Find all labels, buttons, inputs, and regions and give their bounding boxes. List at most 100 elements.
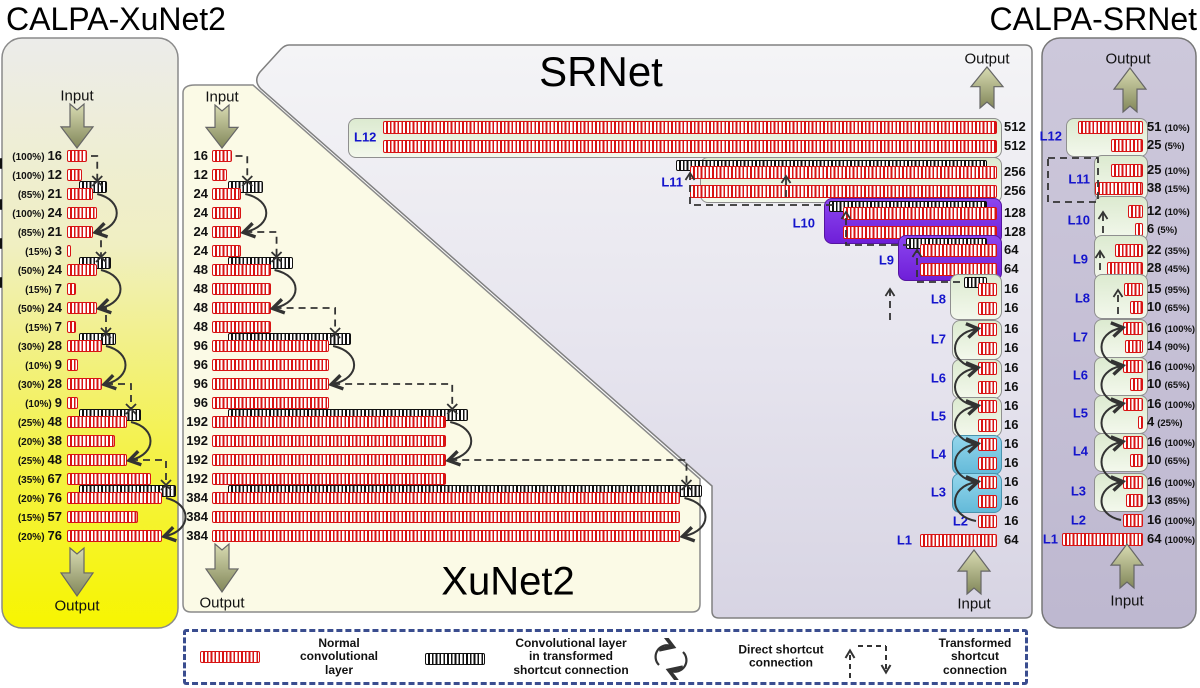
channel-count: 25 bbox=[1147, 137, 1162, 152]
channel-count: 16 bbox=[193, 148, 208, 163]
normal-conv-bar bbox=[689, 165, 997, 179]
channel-count: 256 bbox=[1004, 164, 1026, 179]
channel-count-label: 16 bbox=[1004, 416, 1018, 434]
calpa-srnet-layer-label-L11: L11 bbox=[1068, 171, 1090, 187]
retain-percentage: (10%) bbox=[1164, 207, 1190, 218]
normal-conv-bar bbox=[1137, 415, 1143, 429]
normal-conv-bar bbox=[212, 283, 271, 295]
pruned-row-label: (100%)12 bbox=[12, 166, 62, 184]
pruned-channel-label: 38(15%) bbox=[1147, 179, 1190, 197]
calpa-srnet-layer-label-L3: L3 bbox=[1070, 483, 1086, 499]
retain-percentage: (100%) bbox=[12, 152, 45, 163]
retain-percentage: (30%) bbox=[17, 342, 45, 353]
retain-percentage: (10%) bbox=[1164, 166, 1190, 177]
normal-conv-bar bbox=[977, 437, 997, 451]
xunet2-input-label: Input bbox=[205, 88, 239, 106]
channel-count: 12 bbox=[193, 167, 208, 182]
channel-count: 64 bbox=[1004, 242, 1019, 257]
normal-conv-bar bbox=[1061, 532, 1143, 546]
normal-conv-bar bbox=[920, 533, 997, 547]
normal-conv-bar bbox=[212, 188, 242, 200]
retain-percentage: (10%) bbox=[25, 399, 52, 410]
channel-count: 16 bbox=[1147, 320, 1162, 335]
normal-conv-bar bbox=[1130, 377, 1143, 391]
retain-percentage: (100%) bbox=[1164, 324, 1196, 335]
srnet-layer-label-L11: L11 bbox=[661, 174, 683, 189]
channel-count: 16 bbox=[1004, 340, 1019, 355]
channel-count: 16 bbox=[1004, 455, 1019, 470]
row-label: 24 bbox=[194, 185, 208, 203]
channel-count: 96 bbox=[193, 376, 208, 391]
normal-conv-bar bbox=[67, 245, 71, 257]
channel-count: 512 bbox=[1004, 119, 1026, 134]
srnet-input-label: Input bbox=[957, 595, 991, 613]
channel-count: 28 bbox=[47, 376, 62, 391]
row-label: 24 bbox=[194, 223, 208, 241]
left-input-label: Input bbox=[60, 87, 94, 105]
channel-count-label: 64 bbox=[1004, 260, 1018, 278]
retain-percentage: (100%) bbox=[1164, 362, 1196, 373]
channel-count: 64 bbox=[1147, 531, 1162, 546]
retain-percentage: (100%) bbox=[12, 171, 45, 182]
pruned-row-label: (15%)3 bbox=[25, 242, 62, 260]
normal-conv-bar bbox=[1111, 138, 1143, 152]
retain-percentage: (65%) bbox=[1164, 380, 1190, 391]
normal-conv-bar bbox=[212, 150, 232, 162]
row-label: 48 bbox=[194, 280, 208, 298]
channel-count: 16 bbox=[1004, 436, 1019, 451]
pruned-row-label: (50%)24 bbox=[18, 261, 62, 279]
retain-percentage: (15%) bbox=[25, 285, 52, 296]
channel-count: 48 bbox=[47, 452, 62, 467]
xunet2-output-label: Output bbox=[199, 594, 245, 612]
normal-conv-bar bbox=[67, 226, 94, 238]
channel-count: 38 bbox=[1147, 180, 1162, 195]
channel-count: 10 bbox=[1147, 376, 1162, 391]
retain-percentage: (100%) bbox=[1164, 535, 1196, 546]
channel-count: 48 bbox=[193, 300, 208, 315]
normal-conv-bar bbox=[1130, 453, 1143, 467]
normal-conv-bar bbox=[1135, 222, 1143, 236]
row-label: 192 bbox=[186, 451, 208, 469]
retain-percentage: (100%) bbox=[1164, 516, 1196, 527]
normal-conv-bar bbox=[977, 301, 997, 315]
normal-conv-bar bbox=[1127, 204, 1143, 218]
channel-count: 7 bbox=[54, 281, 62, 296]
row-label: 48 bbox=[194, 318, 208, 336]
normal-conv-bar bbox=[67, 397, 79, 409]
retain-percentage: (90%) bbox=[1164, 342, 1190, 353]
pruned-channel-label: 25(10%) bbox=[1147, 161, 1190, 179]
normal-conv-bar bbox=[382, 139, 997, 153]
retain-percentage: (85%) bbox=[17, 228, 45, 239]
pruned-row-label: (100%)24 bbox=[12, 204, 62, 222]
retain-percentage: (100%) bbox=[1164, 438, 1196, 449]
pruned-row-label: (100%)16 bbox=[12, 147, 62, 165]
channel-count: 192 bbox=[186, 452, 208, 467]
calpa-srnet-layer-label-L6: L6 bbox=[1072, 367, 1088, 383]
pruned-channel-label: 6(5%) bbox=[1147, 220, 1177, 238]
transformed-conv-bar bbox=[0, 276, 2, 288]
channel-count: 24 bbox=[193, 224, 208, 239]
transformed-conv-bar bbox=[963, 276, 987, 288]
channel-count: 48 bbox=[193, 319, 208, 334]
retain-percentage: (20%) bbox=[17, 532, 45, 543]
channel-count: 24 bbox=[47, 300, 62, 315]
row-label: 48 bbox=[194, 261, 208, 279]
channel-count: 28 bbox=[1147, 260, 1162, 275]
retain-percentage: (100%) bbox=[12, 209, 45, 220]
srnet-layer-label-L7: L7 bbox=[930, 331, 946, 346]
channel-count: 128 bbox=[1004, 224, 1026, 239]
row-label: 384 bbox=[186, 489, 208, 507]
channel-count: 192 bbox=[186, 414, 208, 429]
row-label: 96 bbox=[194, 375, 208, 393]
normal-conv-bar bbox=[977, 341, 997, 355]
channel-count: 16 bbox=[1004, 321, 1019, 336]
pruned-row-label: (15%)57 bbox=[18, 508, 62, 526]
retain-percentage: (10%) bbox=[1164, 123, 1190, 134]
channel-count-label: 16 bbox=[1004, 512, 1018, 530]
channel-count: 9 bbox=[54, 395, 62, 410]
retain-percentage: (15%) bbox=[25, 323, 52, 334]
transformed-conv-bar bbox=[0, 237, 2, 249]
normal-conv-bar bbox=[67, 340, 102, 352]
retain-percentage: (85%) bbox=[17, 190, 45, 201]
